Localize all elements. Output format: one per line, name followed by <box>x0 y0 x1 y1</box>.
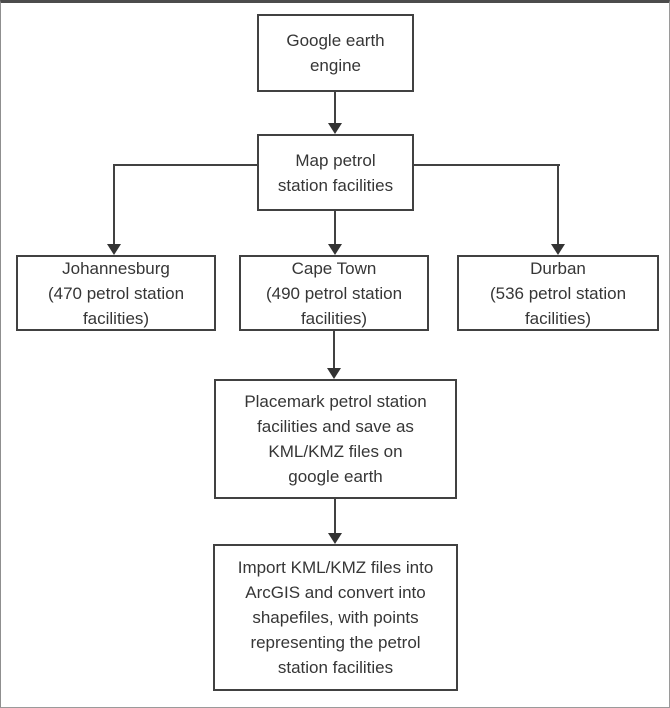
connector-placemark-to-import <box>334 499 336 534</box>
connector-map-to-durban <box>557 164 559 245</box>
node-placemark-save-kml: Placemark petrol station facilities and … <box>214 379 457 499</box>
connector-branch-right <box>413 164 560 166</box>
node-johannesburg: Johannesburg (470 petrol station facilit… <box>16 255 216 331</box>
arrowhead-map-to-durban-icon <box>551 244 565 255</box>
node-google-earth-engine: Google earth engine <box>257 14 414 92</box>
connector-gee-to-map <box>334 92 336 124</box>
connector-branch-left <box>114 164 257 166</box>
connector-map-to-johannesburg <box>113 164 115 245</box>
connector-cape-town-to-placemark <box>333 331 335 369</box>
arrowhead-map-to-cape-town-icon <box>328 244 342 255</box>
connector-map-to-cape-town <box>334 211 336 245</box>
arrowhead-gee-to-map-icon <box>328 123 342 134</box>
arrowhead-placemark-to-import-icon <box>328 533 342 544</box>
node-import-arcgis: Import KML/KMZ files into ArcGIS and con… <box>213 544 458 691</box>
node-cape-town: Cape Town (490 petrol station facilities… <box>239 255 429 331</box>
node-map-petrol-station-facilities: Map petrol station facilities <box>257 134 414 211</box>
node-durban: Durban (536 petrol station facilities) <box>457 255 659 331</box>
arrowhead-cape-town-to-placemark-icon <box>327 368 341 379</box>
arrowhead-map-to-johannesburg-icon <box>107 244 121 255</box>
